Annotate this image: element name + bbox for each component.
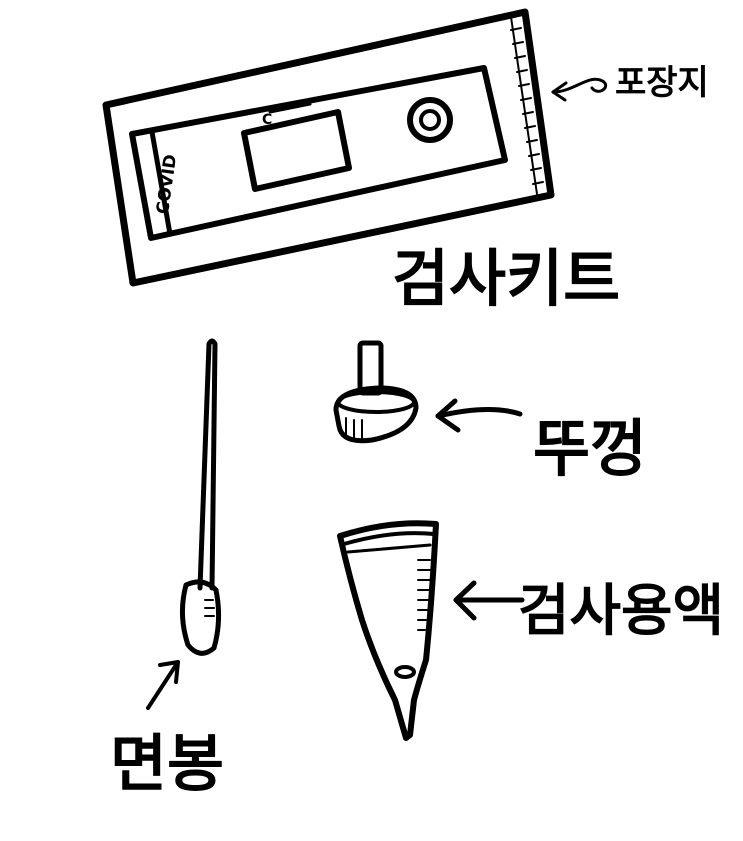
sample-well-inner — [419, 109, 441, 131]
reagent-tube-body — [337, 520, 439, 741]
cap-nozzle — [357, 340, 384, 396]
cap-pointer-arrow — [435, 398, 523, 433]
result-window — [241, 109, 352, 192]
reagent-tube-rim-inner — [346, 543, 432, 554]
swab-tip-texture — [204, 599, 215, 617]
test-cassette-outline — [129, 65, 508, 241]
reagent-tube-scale — [417, 559, 431, 631]
cap-label: 뚜껑 — [533, 412, 647, 485]
reagent-pointer-arrow — [453, 580, 525, 621]
test-kit-label: 검사키트 — [392, 242, 620, 315]
swab-pointer-arrow — [146, 660, 180, 710]
sample-well-outer — [407, 97, 453, 143]
control-line-mark: C — [262, 112, 272, 128]
swab-tip — [180, 579, 222, 656]
reagent-tube-dropper-hole — [394, 665, 416, 679]
cap-top-rim — [336, 390, 416, 414]
swab-label: 면봉 — [110, 727, 224, 800]
reagent-tube-illustration — [337, 520, 439, 741]
cassette-end-strip — [149, 129, 173, 237]
swab-stick — [197, 338, 218, 591]
reagent-tube-rim — [342, 531, 436, 546]
packaging-label: 포장지 — [615, 63, 709, 103]
packaging-serrated-edge — [510, 16, 544, 195]
packaging-pointer-arrow — [551, 77, 607, 102]
swab-illustration — [180, 338, 222, 656]
cap-illustration — [333, 340, 419, 444]
test-kit-illustration: COVID C — [102, 8, 555, 287]
control-mark-line — [268, 102, 312, 114]
cap-body — [333, 385, 419, 444]
packaging-outline — [102, 8, 555, 287]
reagent-label: 검사용액 — [518, 579, 724, 644]
cap-grip-lines — [345, 417, 363, 440]
